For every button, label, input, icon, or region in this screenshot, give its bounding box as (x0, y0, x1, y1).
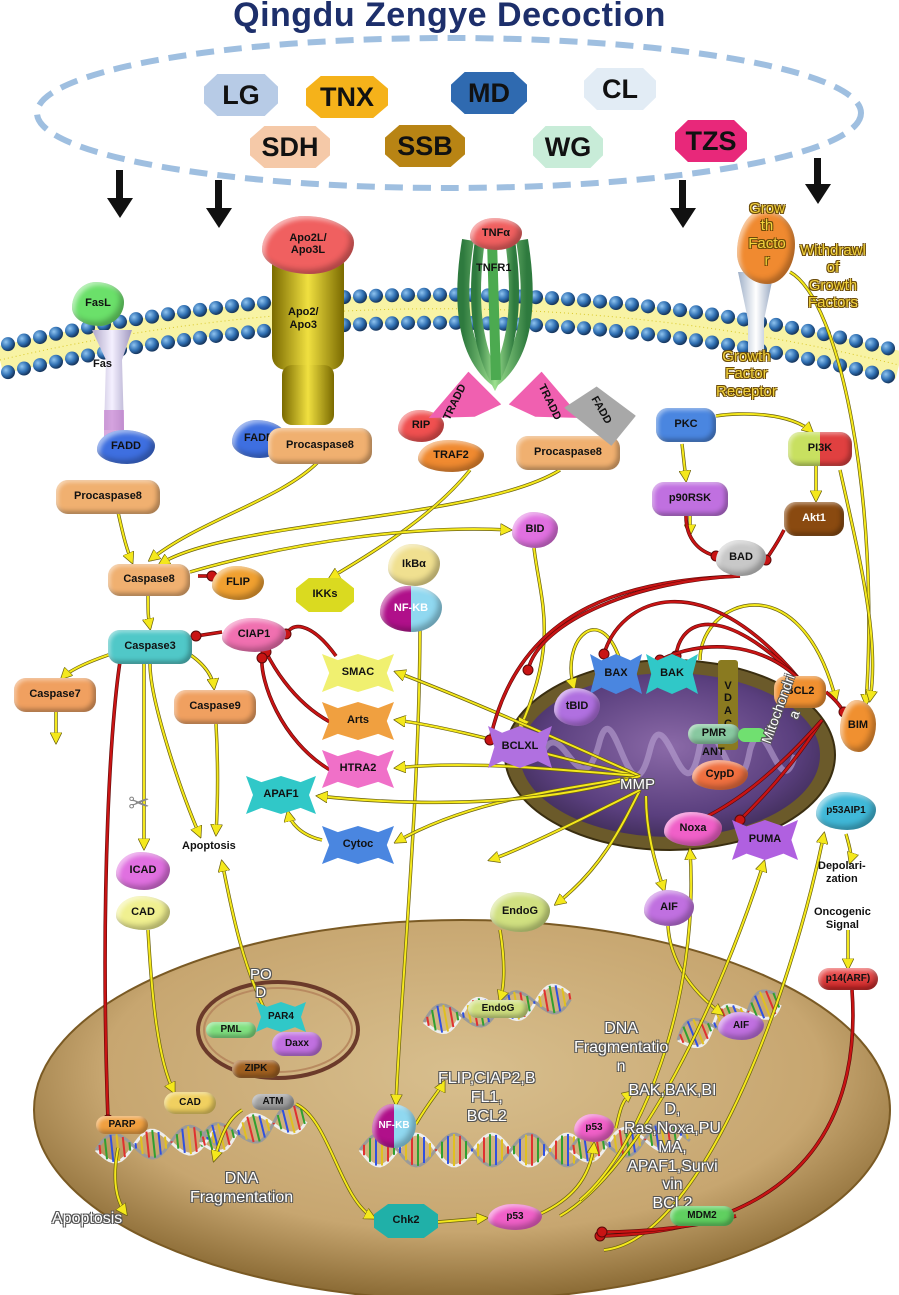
fadd-node-fas: FADD (97, 430, 155, 464)
caspase7-node: Caspase7 (14, 678, 96, 712)
aif-nuclear-node: AIF (718, 1012, 764, 1040)
mmp-label: MMP (620, 776, 655, 793)
smac-node: SMAC (322, 654, 394, 692)
scissors-icon: ✂ (128, 788, 150, 819)
ikks-node: IKKs (296, 578, 354, 612)
bak-node: BAK (646, 654, 698, 694)
puma-node: PUMA (732, 820, 798, 860)
fasl-node: FasL (72, 282, 124, 326)
oncogenic-label: Oncogenic Signal (814, 906, 871, 931)
herb-tnx: TNX (306, 76, 388, 118)
zipk-node: ZIPK (232, 1060, 280, 1078)
caspase3-node: Caspase3 (108, 630, 192, 664)
herb-md: MD (451, 72, 527, 114)
procaspase8-node-fas: Procaspase8 (56, 480, 160, 514)
growth-factor-receptor (738, 272, 774, 360)
dna-frag-upper-label: DNA Fragmentatio n (574, 1020, 669, 1075)
chk2-node: Chk2 (374, 1204, 438, 1238)
apo2l-node: Apo2L/ Apo3L (262, 216, 354, 274)
p53-nuclear-node: p53 (574, 1114, 614, 1142)
pmr-beads (738, 728, 766, 742)
pkc-node: PKC (656, 408, 716, 442)
tbid-node: tBID (554, 688, 600, 726)
p53-node: p53 (488, 1204, 542, 1230)
tnfr1-receptor (457, 239, 533, 392)
herb-sdh: SDH (250, 126, 330, 168)
bclxl-node: BCLXL (488, 726, 552, 768)
herb-arrows (107, 158, 831, 228)
caspase9-node: Caspase9 (174, 690, 256, 724)
herb-wg: WG (533, 126, 603, 168)
bid-node: BID (512, 512, 558, 548)
bcl2-node: BCL2 (774, 676, 826, 708)
daxx-node: Daxx (272, 1032, 322, 1056)
growth-factor-node (737, 210, 795, 284)
procaspase8-node-tnf: Procaspase8 (516, 436, 620, 470)
herb-lg: LG (204, 74, 278, 116)
apaf1-node: APAF1 (246, 776, 316, 814)
nfkb-node: NF-KB (380, 586, 442, 632)
ciap1-node: CIAP1 (222, 618, 286, 652)
caspase8-node: Caspase8 (108, 564, 190, 596)
apo2-label: Apo2/ Apo3 (288, 306, 319, 331)
arts-node: Arts (322, 702, 394, 740)
gf-receptor-label: Growth Factor Receptor (716, 348, 777, 400)
mdm2-node: MDM2 (670, 1206, 734, 1226)
cypd-node: CypD (692, 760, 748, 790)
aif-node: AIF (644, 890, 694, 926)
atm-node: ATM (252, 1094, 294, 1110)
pi3k-node: PI3K (788, 432, 852, 466)
traf2-node: TRAF2 (418, 440, 484, 472)
flip-node: FLIP (212, 566, 264, 600)
pod-label: PO D (250, 966, 272, 1001)
apoptosis-label-mid: Apoptosis (182, 840, 236, 852)
p53-targets-label: BAK,BAK,BI D, Ras,Noxa,PU MA, APAF1,Surv… (624, 1082, 721, 1213)
p14arf-node: p14(ARF) (818, 968, 878, 990)
cytoc-node: Cytoc (322, 826, 394, 864)
tnfr1-label: TNFR1 (476, 262, 512, 274)
htra2-node: HTRA2 (322, 750, 394, 788)
p53aip1-node: p53AIP1 (816, 792, 876, 830)
icad-node: ICAD (116, 852, 170, 890)
apo2-receptor (272, 250, 344, 425)
akt1-node: Akt1 (784, 502, 844, 536)
pml-node: PML (206, 1022, 256, 1038)
par4-node: PAR4 (256, 1002, 306, 1032)
procaspase8-node-apo: Procaspase8 (268, 428, 372, 464)
pod-body (196, 980, 360, 1080)
p90rsk-node: p90RSK (652, 482, 728, 516)
herb-ellipse (34, 35, 864, 191)
bad-node: BAD (716, 540, 766, 576)
pmr-node: PMR (688, 724, 740, 744)
tnfa-node: TNFα (470, 218, 522, 250)
depolarization-label: Depolari- zation (818, 860, 866, 885)
herb-tzs: TZS (675, 120, 747, 162)
dna-frag-lower-label: DNA Fragmentation (190, 1170, 294, 1206)
herb-ssb: SSB (385, 125, 465, 167)
flip-targets-label: FLIP,CIAP2,B FL1, BCL2 (438, 1070, 536, 1125)
ikba-node: IkBα (388, 544, 440, 586)
endog-node: EndoG (490, 892, 550, 932)
withdrawal-label: Withdrawl of Growth Factors (800, 242, 866, 311)
endog-nuclear-node: EndoG (468, 1000, 528, 1018)
apoptosis-label-nucleus: Apoptosis (52, 1210, 123, 1227)
growth-factor-label: Grow th Facto r (748, 200, 786, 269)
ant-label: ANT (702, 746, 725, 758)
bim-node: BIM (840, 700, 876, 752)
parp-node: PARP (96, 1116, 148, 1134)
noxa-node: Noxa (664, 812, 722, 846)
cad-nuclear-node: CAD (164, 1092, 216, 1114)
fas-label: Fas (93, 358, 112, 370)
cad-node: CAD (116, 896, 170, 930)
nfkb-nuclear-node: NF-KB (372, 1104, 416, 1148)
bax-node: BAX (590, 654, 642, 694)
herb-cl: CL (584, 68, 656, 110)
diagram-title: Qingdu Zengye Decoction (233, 0, 666, 34)
inhibition-arrows (102, 515, 855, 1242)
